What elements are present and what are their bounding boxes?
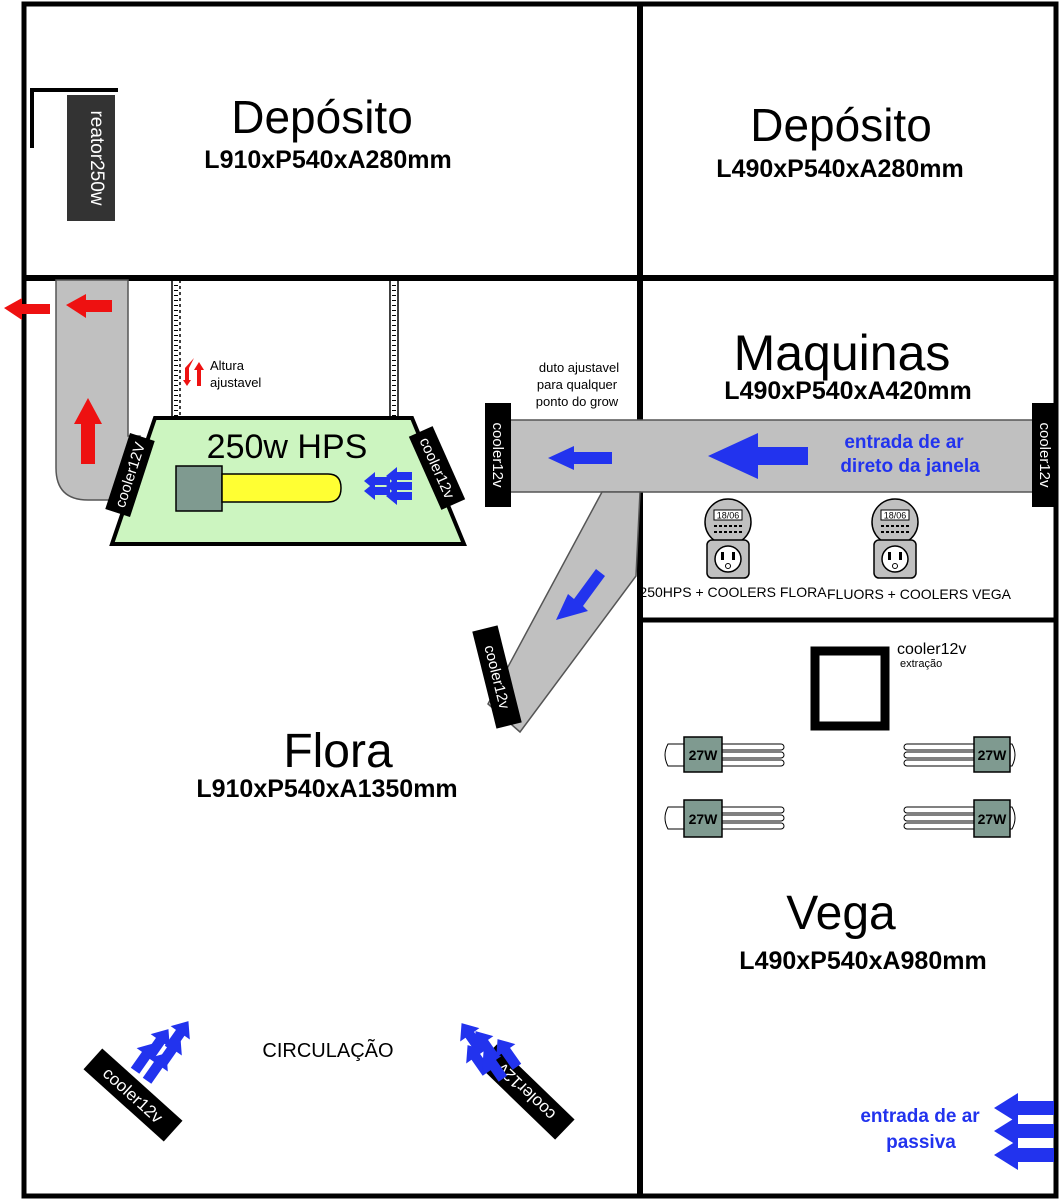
svg-text:27W: 27W [978,811,1008,827]
svg-text:27W: 27W [978,747,1008,763]
flora-dims: L910xP540xA1350mm [196,775,457,803]
circ-arrows-left [125,1014,199,1088]
deposito-right-title: Depósito [750,99,932,151]
duto-label-3: ponto do grow [536,394,619,409]
flora-title: Flora [283,725,393,778]
svg-text:18/06: 18/06 [717,511,740,521]
entrada-passiva-1: entrada de ar [860,1106,980,1127]
svg-text:27W: 27W [689,811,719,827]
duto-label-1: duto ajustavel [539,360,619,375]
vega-dims: L490xP540xA980mm [739,947,986,975]
red-arrow-duct-left [66,294,112,318]
vega-title: Vega [786,887,896,940]
blue-arrow-big-icon [708,433,808,479]
maquinas-dims: L490xP540xA420mm [724,377,971,405]
deposito-left-dims: L910xP540xA280mm [204,146,451,174]
lamp-top-left: 27W [664,736,785,773]
vega-cooler-label: cooler12v [897,641,966,658]
svg-text:cooler12v: cooler12v [493,1059,560,1124]
maquinas-title: Maquinas [734,325,951,381]
timer-vega: 18/06 [871,498,919,579]
reator-bracket [30,88,118,148]
altura-label-2: ajustavel [210,375,261,390]
cooler-duct-inlet: cooler12v [485,403,511,507]
outer-wall [21,1,1059,1199]
hps-label: 250w HPS [207,428,368,466]
circulacao-label: CIRCULAÇÃO [262,1038,393,1062]
svg-text:cooler12v: cooler12v [1036,422,1053,488]
svg-text:18/06: 18/06 [884,511,907,521]
altura-label-1: Altura [210,358,245,373]
svg-text:27W: 27W [689,747,719,763]
entrada-passiva-2: passiva [886,1132,956,1153]
lamp-bottom-left: 27W [664,799,785,838]
red-arrow-duct-up [74,398,102,464]
outlet-flora-label: 250HPS + COOLERS FLORA [639,584,827,600]
lamp-bottom-right: 27W [903,799,1016,838]
height-arrow-up-icon [194,362,204,386]
height-arrow-down-icon [183,358,194,386]
cooler-window: cooler12v [1032,403,1058,507]
deposito-left-title: Depósito [231,91,413,143]
red-arrow-exit [4,298,50,320]
duto-label-2: para qualquer [537,377,618,392]
blue-arrow-branch-icon [556,569,605,620]
blue-arrow-duct-icon [548,446,612,470]
svg-text:cooler12v: cooler12v [489,422,506,488]
outlet-vega-label: FLUORS + COOLERS VEGA [827,586,1012,602]
entrada-janela-1: entrada de ar [844,432,964,453]
vega-extracao-label: extração [900,658,942,670]
lamp-top-right: 27W [903,736,1016,773]
reator-box [67,95,115,221]
deposito-right-dims: L490xP540xA280mm [716,155,963,183]
vega-extraction-cooler [810,646,890,731]
reator-label: reator250w [86,110,107,205]
timer-flora: 18/06 [704,498,752,579]
hps-bulb [221,473,342,503]
entrada-janela-2: direto da janela [840,456,980,477]
hps-ballast [175,465,223,512]
passive-intake-arrows [994,1093,1054,1170]
